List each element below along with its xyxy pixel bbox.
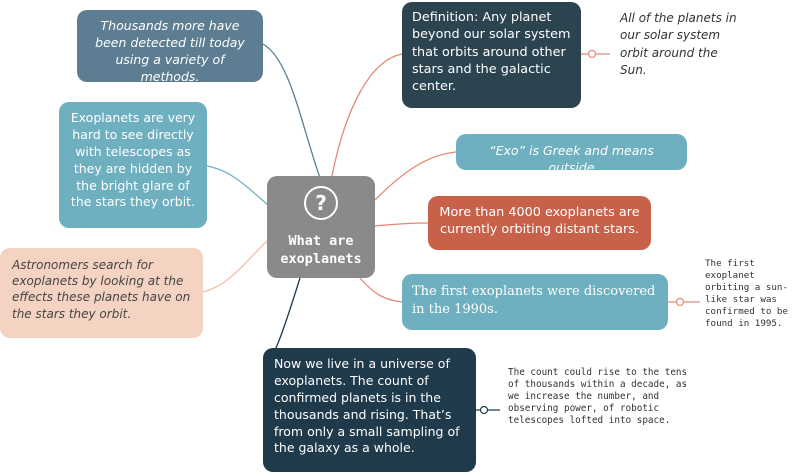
node-exo-greek[interactable]: “Exo” is Greek and means outside <box>456 134 687 175</box>
link-first-discovered <box>359 277 403 303</box>
link-exo-greek <box>374 151 457 201</box>
link-definition <box>331 53 403 177</box>
node-definition[interactable]: Definition: Any planet beyond our solar … <box>402 2 581 108</box>
node-more-than-4000[interactable]: More than 4000 exoplanets are currently … <box>428 196 651 250</box>
link-detected <box>262 43 321 179</box>
note-dot-definition <box>587 49 597 59</box>
node-hard-to-see[interactable]: Exoplanets are very hard to see directly… <box>59 102 207 228</box>
note-dot-universe <box>479 405 489 415</box>
note-first-sunlike: The first exoplanet orbiting a sun-like … <box>705 258 788 329</box>
link-universe <box>274 277 301 351</box>
node-astronomers[interactable]: Astronomers search for exoplanets by loo… <box>0 248 203 338</box>
note-dot-first <box>675 297 685 307</box>
link-astronomers <box>202 239 269 293</box>
node-universe[interactable]: Now we live in a universe of exoplanets.… <box>263 348 476 472</box>
central-topic[interactable]: ? What are exoplanets <box>267 176 375 278</box>
node-detected[interactable]: Thousands more have been detected till t… <box>77 10 263 84</box>
link-more-than-4000 <box>374 222 429 227</box>
note-count-rise: The count could rise to the tens of thou… <box>508 367 688 427</box>
central-topic-title: What are exoplanets <box>280 233 362 268</box>
note-solar-system: All of the planets in our solar system o… <box>620 11 737 78</box>
link-hard-to-see <box>206 165 269 206</box>
node-first-discovered[interactable]: The first exoplanets were discovered in … <box>402 274 668 330</box>
question-circle-icon: ? <box>304 186 338 220</box>
